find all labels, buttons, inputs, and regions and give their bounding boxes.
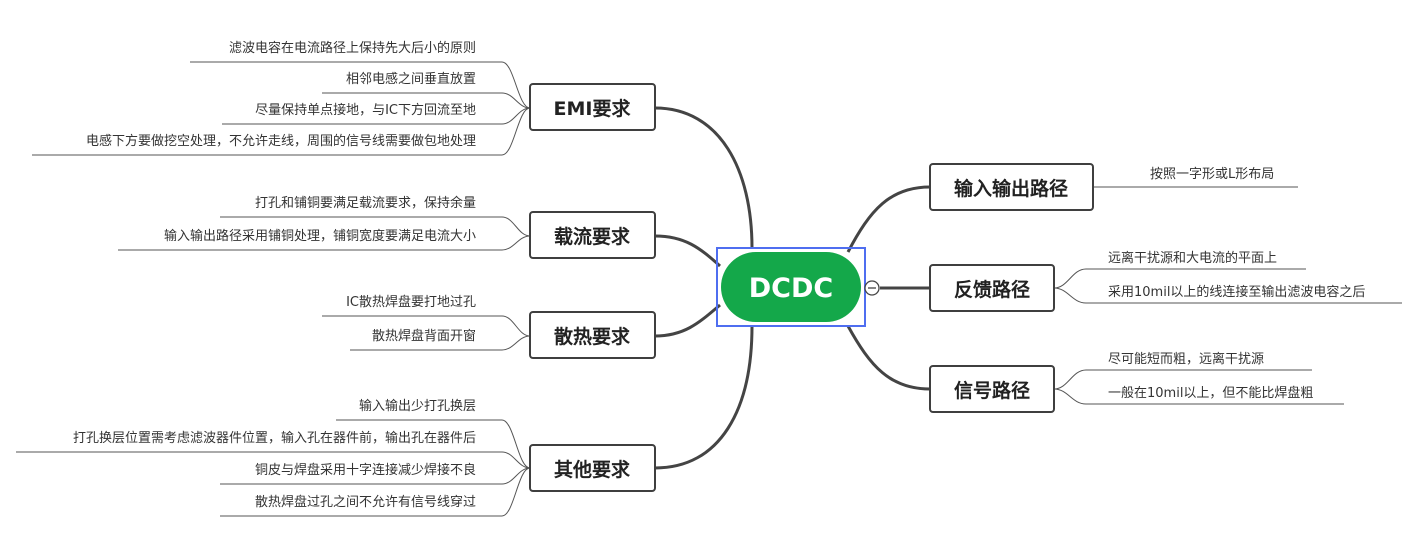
leaf-item[interactable]: 采用10mil以上的线连接至输出滤波电容之后 — [1108, 284, 1365, 300]
leaf-connectors-feedback — [1053, 268, 1402, 304]
connector-signal — [846, 325, 931, 391]
branch-current[interactable]: 载流要求 — [529, 211, 656, 259]
leaf-item[interactable]: 打孔换层位置需考虑滤波器件位置，输入孔在器件前，输出孔在器件后 — [73, 430, 476, 446]
leaf-item[interactable]: 远离干扰源和大电流的平面上 — [1108, 250, 1277, 266]
branch-label: EMI要求 — [554, 97, 632, 120]
root-node[interactable]: DCDC — [716, 247, 866, 327]
leaf-item[interactable]: 散热焊盘过孔之间不允许有信号线穿过 — [255, 494, 476, 510]
branch-label: 反馈路径 — [954, 278, 1030, 301]
leaf-item[interactable]: 滤波电容在电流路径上保持先大后小的原则 — [229, 40, 476, 56]
connector-other — [654, 325, 754, 470]
leaf-item[interactable]: 电感下方要做挖空处理，不允许走线，周围的信号线需要做包地处理 — [86, 133, 476, 149]
leaf-item[interactable]: 相邻电感之间垂直放置 — [346, 71, 476, 87]
main-connectors — [654, 106, 931, 470]
branch-io-path[interactable]: 输入输出路径 — [929, 163, 1094, 211]
branch-label: 其他要求 — [554, 458, 631, 481]
leaf-item[interactable]: 按照一字形或L形布局 — [1150, 167, 1274, 182]
branch-label: 输入输出路径 — [954, 177, 1068, 200]
branch-thermal[interactable]: 散热要求 — [529, 311, 656, 359]
leaves-signal: 尽可能短而粗，远离干扰源 一般在10mil以上，但不能比焊盘粗 — [1108, 351, 1313, 401]
connector-thermal — [654, 303, 721, 338]
leaf-connectors-thermal — [322, 315, 531, 351]
leaf-item[interactable]: 输入输出路径采用铺铜处理，铺铜宽度要满足电流大小 — [164, 228, 476, 244]
leaf-item[interactable]: 尽可能短而粗，远离干扰源 — [1108, 351, 1264, 367]
branch-label: 信号路径 — [954, 379, 1030, 402]
collapse-toggle[interactable] — [864, 280, 880, 296]
leaves-thermal: IC散热焊盘要打地过孔 散热焊盘背面开窗 — [346, 294, 476, 344]
leaf-connectors-other — [16, 419, 531, 517]
branch-other[interactable]: 其他要求 — [529, 444, 656, 492]
branch-label: 载流要求 — [554, 225, 631, 248]
leaves-emi: 滤波电容在电流路径上保持先大后小的原则 相邻电感之间垂直放置 尽量保持单点接地，… — [86, 40, 476, 149]
leaf-item[interactable]: 打孔和铺铜要满足载流要求，保持余量 — [255, 195, 476, 211]
branch-signal[interactable]: 信号路径 — [929, 365, 1055, 413]
leaf-item[interactable]: 尽量保持单点接地，与IC下方回流至地 — [255, 102, 476, 118]
leaves-feedback: 远离干扰源和大电流的平面上 采用10mil以上的线连接至输出滤波电容之后 — [1108, 250, 1365, 300]
leaf-item[interactable]: IC散热焊盘要打地过孔 — [346, 294, 476, 310]
root-label: DCDC — [749, 273, 833, 304]
leaf-connectors-current — [118, 216, 531, 251]
leaf-item[interactable]: 一般在10mil以上，但不能比焊盘粗 — [1108, 385, 1313, 401]
leaf-connectors-signal — [1053, 369, 1344, 405]
leaves-current: 打孔和铺铜要满足载流要求，保持余量 输入输出路径采用铺铜处理，铺铜宽度要满足电流… — [164, 195, 476, 244]
branch-feedback[interactable]: 反馈路径 — [929, 264, 1055, 312]
root-pill[interactable] — [721, 252, 861, 322]
branch-emi[interactable]: EMI要求 — [529, 83, 656, 131]
leaves-other: 输入输出少打孔换层 打孔换层位置需考虑滤波器件位置，输入孔在器件前，输出孔在器件… — [73, 398, 476, 510]
connector-current — [654, 234, 722, 268]
leaf-connectors-emi — [32, 61, 531, 156]
connector-io-path — [846, 185, 931, 253]
connector-emi — [654, 106, 754, 249]
leaves-io-path: 按照一字形或L形布局 — [1150, 167, 1274, 182]
leaf-item[interactable]: 散热焊盘背面开窗 — [372, 328, 476, 344]
branch-label: 散热要求 — [554, 325, 631, 348]
leaf-item[interactable]: 输入输出少打孔换层 — [359, 398, 476, 414]
leaf-item[interactable]: 铜皮与焊盘采用十字连接减少焊接不良 — [255, 462, 476, 478]
